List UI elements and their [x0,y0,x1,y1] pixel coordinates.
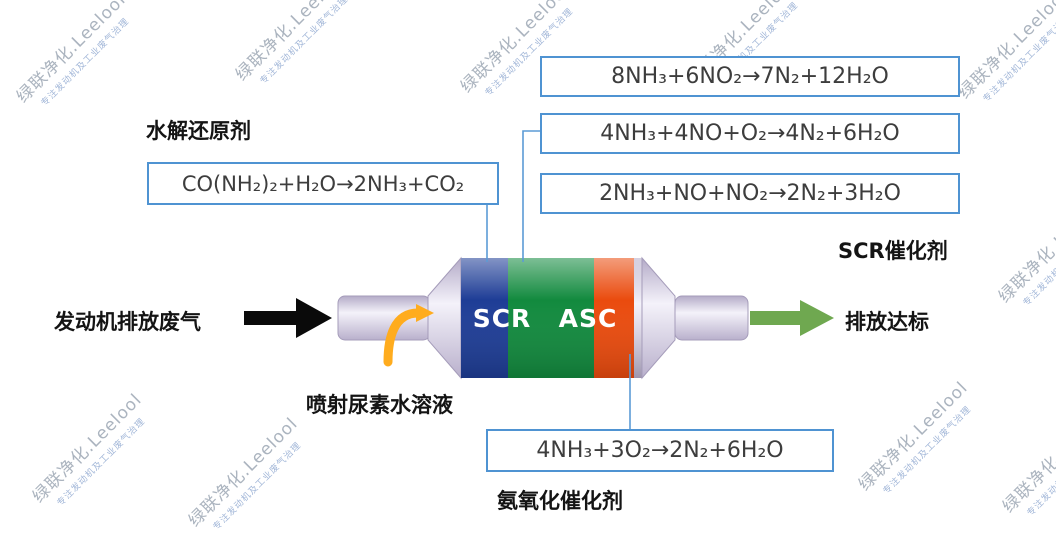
watermark: 绿联净化.Leelool 专注发动机及工业废气治理 [231,0,351,87]
urea-injection-arrow [383,304,434,367]
hydrolysis-reducer-label: 水解还原剂 [146,119,251,143]
urea-arrow-tail [383,308,423,367]
equation-box-fast: 2NH₃+NO+NO₂→2N₂+3H₂O [540,173,960,214]
watermark: 绿联净化.Leelool 专注发动机及工业废气治理 [28,389,148,509]
watermark: 绿联净化.Leelool 专注发动机及工业废气治理 [184,413,304,533]
engine-exhaust-label: 发动机排放废气 [54,310,201,334]
asc-band-text: ASC [559,304,618,333]
ammonia-oxidation-catalyst-label: 氨氧化催化剂 [497,489,623,513]
scr-catalyst-label: SCR催化剂 [838,239,948,263]
outlet-cone [641,256,676,380]
scr-band-text: SCR [473,304,532,333]
watermark: 绿联净化.Leelool 专注发动机及工业废气治理 [854,377,974,497]
urea-arrow-head [416,304,434,322]
equation-hydrolysis: CO(NH₂)₂+H₂O→2NH₃+CO₂ [181,171,465,196]
equation-box-no2: 8NH₃+6NO₂→7N₂+12H₂O [540,56,960,97]
catalytic-converter-graphic: SCR ASC [337,256,749,380]
watermark: 绿联净化.Leelool 专注发动机及工业废气治理 [998,399,1056,519]
equation-asc: 4NH₃+3O₂→2N₂+6H₂O [536,438,784,463]
urea-injection-label: 喷射尿素水溶液 [306,393,453,417]
watermark-brand: 绿联净化.Leelool [12,0,131,108]
connector-standard-to-green [522,130,540,262]
watermark: 绿联净化.Leelool 专注发动机及工业废气治理 [0,0,152,129]
clean-arrow-shape [750,300,834,336]
emission-standard-label: 排放达标 [845,310,929,334]
watermark-tagline: 专注发动机及工业废气治理 [39,16,132,109]
equation-box-hydrolysis: CO(NH₂)₂+H₂O→2NH₃+CO₂ [147,162,499,205]
watermark: 绿联净化.Leelool 专注发动机及工业废气治理 [994,189,1056,309]
equation-no2: 8NH₃+6NO₂→7N₂+12H₂O [611,64,889,89]
equation-standard: 4NH₃+4NO+O₂→4N₂+6H₂O [600,121,900,146]
clean-gas-arrow [750,300,834,336]
equation-box-standard: 4NH₃+4NO+O₂→4N₂+6H₂O [540,113,960,154]
equation-fast: 2NH₃+NO+NO₂→2N₂+3H₂O [599,181,901,206]
outlet-pipe [674,295,749,341]
body-gloss [461,258,642,378]
exhaust-flow-arrow [244,298,332,338]
exhaust-arrow-shape [244,298,332,338]
equation-box-asc: 4NH₃+3O₂→2N₂+6H₂O [486,429,834,472]
